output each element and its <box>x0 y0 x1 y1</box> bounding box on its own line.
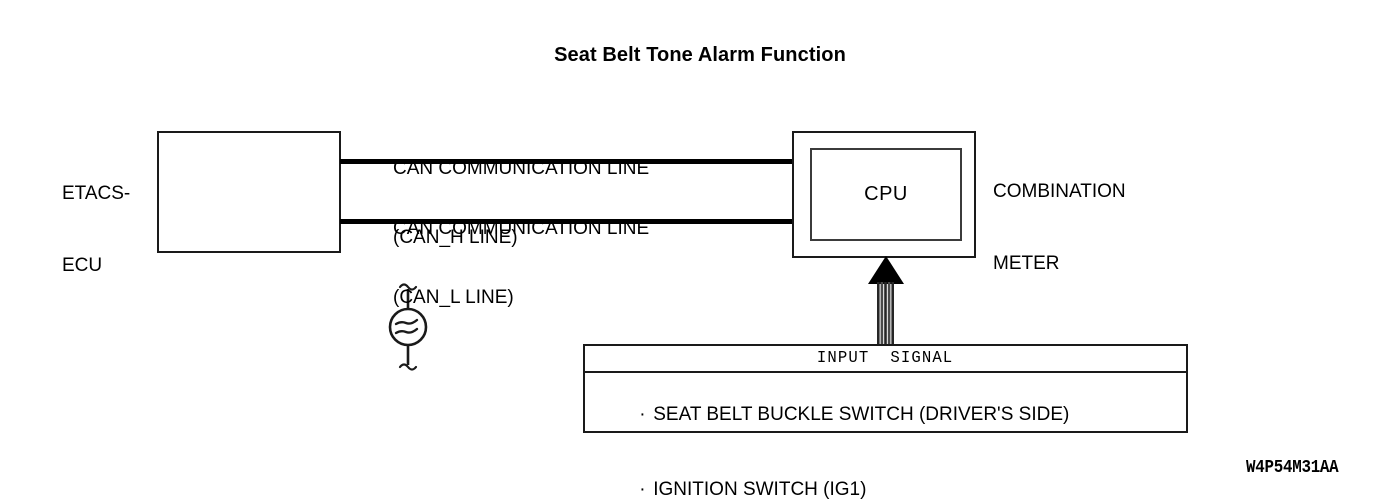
combination-meter-label-line1: COMBINATION <box>993 181 1126 202</box>
transceiver-symbol <box>371 281 445 373</box>
list-item: · SEAT BELT BUCKLE SWITCH (DRIVER'S SIDE) <box>597 377 1177 452</box>
combination-meter-label-line2: METER <box>993 253 1060 274</box>
input-signal-header-text: INPUT SIGNAL <box>817 349 954 368</box>
input-signal-arrow-icon <box>860 256 912 346</box>
bullet-icon: · <box>639 404 646 425</box>
input-signal-header: INPUT SIGNAL <box>585 346 1186 373</box>
input-signal-box: INPUT SIGNAL · SEAT BELT BUCKLE SWITCH (D… <box>583 344 1188 499</box>
etacs-ecu-label: ETACS- ECU <box>62 134 130 326</box>
can-l-label-line1: CAN COMMUNICATION LINE <box>393 218 650 239</box>
list-item-text: IGNITION SWITCH (IG1) <box>653 479 867 499</box>
cpu-label: CPU <box>864 183 908 205</box>
figure-code: W4P54M31AA <box>1246 458 1339 478</box>
list-item: · IGNITION SWITCH (IG1) <box>597 452 1177 499</box>
can-l-bus-line <box>340 219 812 224</box>
list-item-text: SEAT BELT BUCKLE SWITCH (DRIVER'S SIDE) <box>653 404 1070 425</box>
combination-meter-label: COMBINATION METER <box>993 132 1126 324</box>
can-h-label-line1: CAN COMMUNICATION LINE <box>393 158 650 179</box>
cpu-block: CPU <box>810 148 962 241</box>
page-title: Seat Belt Tone Alarm Function <box>554 44 846 66</box>
etacs-ecu-block <box>157 131 428 371</box>
input-signal-list: · SEAT BELT BUCKLE SWITCH (DRIVER'S SIDE)… <box>597 377 1177 499</box>
can-h-bus-line <box>340 159 812 164</box>
can-h-line-label: CAN COMMUNICATION LINE (CAN_H LINE) <box>393 111 649 295</box>
can-h-label-line2: (CAN_H LINE) <box>393 227 518 248</box>
can-l-label-line2: (CAN_L LINE) <box>393 287 514 308</box>
etacs-ecu-label-line1: ETACS- <box>62 183 131 204</box>
etacs-ecu-label-line2: ECU <box>62 255 103 276</box>
bullet-icon: · <box>639 479 646 499</box>
can-l-line-label: CAN COMMUNICATION LINE (CAN_L LINE) <box>393 171 649 355</box>
